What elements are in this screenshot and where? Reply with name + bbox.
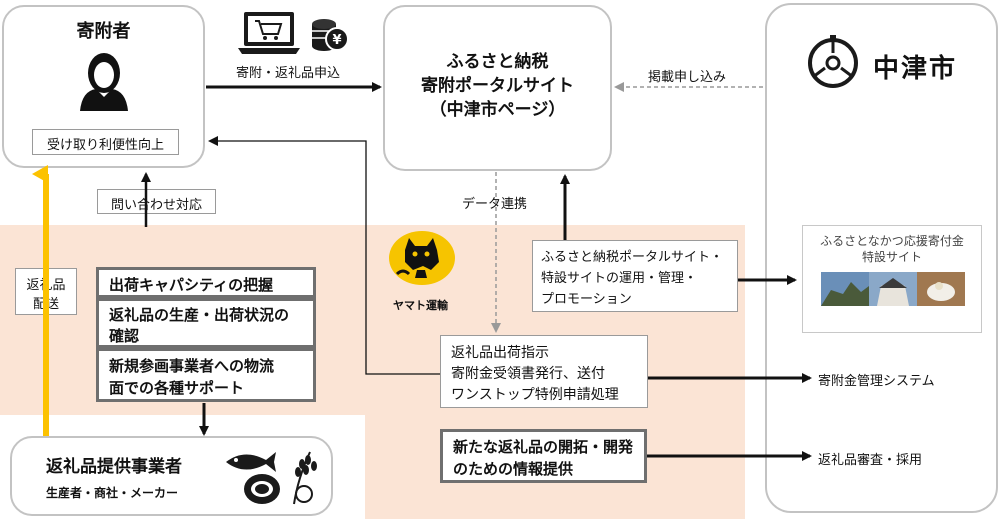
- donor-box: 寄附者 受け取り利便性向上: [2, 5, 205, 168]
- shipping-line3: ワンストップ特例申請処理: [451, 387, 619, 403]
- provider-box: 返礼品提供事業者 生産者・商社・メーカー: [10, 436, 333, 516]
- city-emblem-icon: [808, 35, 858, 88]
- support-box-logistics: 新規参画事業者への物流 面での各種サポート: [96, 348, 316, 402]
- benefit-text: 受け取り利便性向上: [46, 138, 164, 153]
- label-donation-system: 寄附金管理システム: [818, 374, 935, 389]
- label-data-link: データ連携: [462, 197, 528, 212]
- photo-thumbnail: [821, 272, 965, 306]
- rice-icon: [293, 451, 317, 505]
- shipping-box: 返礼品出荷指示 寄附金受領書発行、送付 ワンストップ特例申請処理: [440, 335, 648, 408]
- laptop-cart-icon: [238, 12, 300, 54]
- donor-title: 寄附者: [76, 21, 131, 42]
- portal-box: ふるさと納税 寄附ポータルサイト （中津市ページ）: [383, 5, 612, 171]
- meat-icon: [244, 474, 280, 504]
- special-site-box: ふるさとなかつ応援寄付金 特設サイト: [802, 225, 982, 333]
- support-box-logistics-line2: 面での各種サポート: [109, 379, 245, 397]
- shipping-line1: 返礼品出荷指示: [451, 345, 549, 361]
- support-box-status-line1: 返礼品の生産・出荷状況の: [109, 306, 290, 324]
- label-donation-apply: 寄附・返礼品申込: [236, 66, 341, 81]
- coin-stack-yen-icon: ¥: [312, 19, 349, 51]
- yamato-cat-icon: [389, 231, 455, 285]
- provider-title: 返礼品提供事業者: [46, 457, 182, 477]
- new-products-line2: のための情報提供: [453, 460, 574, 478]
- city-name: 中津市: [873, 54, 958, 84]
- special-site-line2: 特設サイト: [861, 250, 922, 264]
- person-icon: [80, 53, 128, 111]
- portal-line3: （中津市ページ）: [429, 100, 566, 120]
- svg-text:¥: ¥: [332, 33, 341, 48]
- portal-line1: ふるさと納税: [446, 52, 549, 72]
- portal-ops-line3: プロモーション: [541, 292, 632, 307]
- support-box-logistics-line1: 新規参画事業者への物流: [109, 357, 275, 375]
- new-products-box: 新たな返礼品の開拓・開発 のための情報提供: [440, 429, 647, 483]
- portal-ops-box: ふるさと納税ポータルサイト・ 特設サイトの運用・管理・ プロモーション: [532, 240, 738, 312]
- inquiry-box: 問い合わせ対応: [97, 189, 216, 214]
- special-site-line1: ふるさとなかつ応援寄付金: [820, 234, 964, 248]
- provider-subtitle: 生産者・商社・メーカー: [46, 486, 179, 500]
- support-box-capacity-line1: 出荷キャパシティの把握: [109, 276, 274, 294]
- label-review: 返礼品審査・採用: [818, 453, 923, 468]
- new-products-line1: 新たな返礼品の開拓・開発: [453, 438, 634, 456]
- arrow-shipping-to-donor: [208, 136, 440, 375]
- portal-line2: 寄附ポータルサイト: [421, 76, 574, 96]
- support-box-capacity: 出荷キャパシティの把握: [96, 267, 316, 298]
- benefit-box: 受け取り利便性向上: [32, 129, 179, 155]
- support-box-status-line2: 確認: [109, 327, 140, 345]
- support-box-status: 返礼品の生産・出荷状況の 確認: [96, 298, 316, 348]
- fish-icon: [226, 452, 276, 472]
- portal-ops-line1: ふるさと納税ポータルサイト・: [541, 250, 724, 265]
- label-listing-apply: 掲載申し込み: [648, 70, 727, 85]
- inquiry-text: 問い合わせ対応: [110, 198, 202, 213]
- shipping-line2: 寄附金受領書発行、送付: [451, 366, 605, 382]
- yamato-name: ヤマト運輸: [393, 299, 448, 312]
- portal-ops-line2: 特設サイトの運用・管理・: [541, 271, 698, 286]
